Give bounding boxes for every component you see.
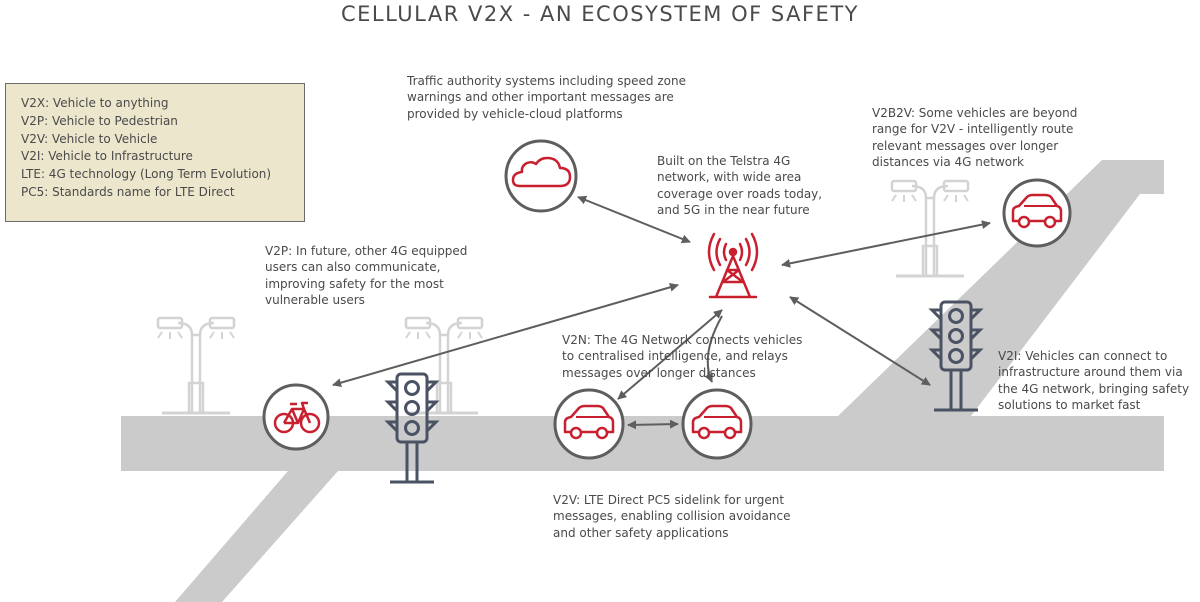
- street-lamp-icon: [890, 179, 970, 278]
- v2p-callout: V2P: In future, other 4G equipped users …: [265, 243, 467, 309]
- legend-item: LTE: 4G technology (Long Term Evolution): [21, 167, 272, 182]
- car-node-left: [553, 388, 625, 460]
- callout-line: infrastructure around them via: [998, 365, 1183, 380]
- callout-line: Traffic authority systems including spee…: [407, 74, 686, 88]
- callout-line: V2V: LTE Direct PC5 sidelink for urgent: [553, 493, 785, 507]
- callout-line: and other safety applications: [553, 525, 729, 540]
- connection-arrows: [332, 195, 991, 430]
- callout-line: solutions to market fast: [998, 398, 1141, 413]
- v2i-callout: V2I: Vehicles can connect to infrastruct…: [998, 348, 1189, 414]
- legend-item: V2X: Vehicle to anything: [21, 96, 169, 110]
- street-lamp-icon: [404, 316, 484, 415]
- legend-item: V2I: Vehicle to Infrastructure: [21, 149, 193, 164]
- bicycle-node: [262, 383, 330, 451]
- car-node-network: [1002, 178, 1072, 248]
- tower-car-right-arrow: [781, 220, 991, 268]
- callout-line: users can also communicate,: [265, 260, 441, 275]
- callout-line: coverage over roads today,: [657, 186, 823, 201]
- tower-infrastructure-arrow: [789, 296, 931, 386]
- legend-item: PC5: Standards name for LTE Direct: [21, 184, 235, 199]
- callout-line: provided by vehicle-cloud platforms: [407, 106, 623, 121]
- callout-line: warnings and other important messages ar…: [407, 90, 674, 105]
- tower-callout: Built on the Telstra 4G network, with wi…: [657, 153, 822, 219]
- callout-line: V2N: The 4G Network connects vehicles: [562, 333, 803, 347]
- bike-tower-arrow: [332, 282, 679, 388]
- car-node-right: [681, 388, 753, 460]
- callout-line: relevant messages over longer: [872, 138, 1059, 153]
- callout-line: V2B2V: Some vehicles are beyond: [872, 106, 1078, 120]
- car-car-arrow: [627, 419, 679, 430]
- legend-item: V2P: Vehicle to Pedestrian: [21, 113, 178, 128]
- legend-item: V2V: Vehicle to Vehicle: [21, 131, 158, 146]
- cloud-tower-arrow: [577, 195, 691, 244]
- v2n-callout: V2N: The 4G Network connects vehicles to…: [562, 332, 802, 381]
- callout-line: network, with wide area: [657, 170, 802, 185]
- car-tower-arrow: [617, 309, 723, 400]
- callout-line: range for V2V - intelligently route: [872, 122, 1074, 137]
- legend: V2X: Vehicle to anything V2P: Vehicle to…: [5, 83, 305, 222]
- cloud-icon: [511, 156, 572, 188]
- callout-line: V2P: In future, other 4G equipped: [265, 244, 468, 258]
- cloud-callout: Traffic authority systems including spee…: [407, 73, 686, 122]
- callout-line: Built on the Telstra 4G: [657, 154, 791, 168]
- v2v-callout: V2V: LTE Direct PC5 sidelink for urgent …: [553, 492, 790, 541]
- callout-line: messages, enabling collision avoidance: [553, 509, 791, 524]
- v2b2v-callout: V2B2V: Some vehicles are beyond range fo…: [872, 105, 1077, 171]
- cell-tower-icon: [707, 232, 759, 299]
- callout-line: distances via 4G network: [872, 155, 1024, 170]
- callout-line: and 5G in the near future: [657, 203, 810, 218]
- callout-line: to centralised intelligence, and relays: [562, 349, 788, 364]
- callout-line: the 4G network, bringing safety: [998, 381, 1190, 396]
- callout-line: V2I: Vehicles can connect to: [998, 349, 1168, 363]
- diagram-title: CELLULAR V2X - AN ECOSYSTEM OF SAFETY: [341, 2, 859, 26]
- cloud-node: [504, 139, 578, 213]
- bicycle-icon: [273, 401, 321, 434]
- callout-line: improving safety for the most: [265, 276, 444, 291]
- callout-line: vulnerable users: [265, 293, 365, 308]
- tower-car-relay-arrow: [704, 315, 723, 383]
- callout-line: messages over longer distances: [562, 365, 756, 380]
- street-lamp-icon: [156, 316, 236, 415]
